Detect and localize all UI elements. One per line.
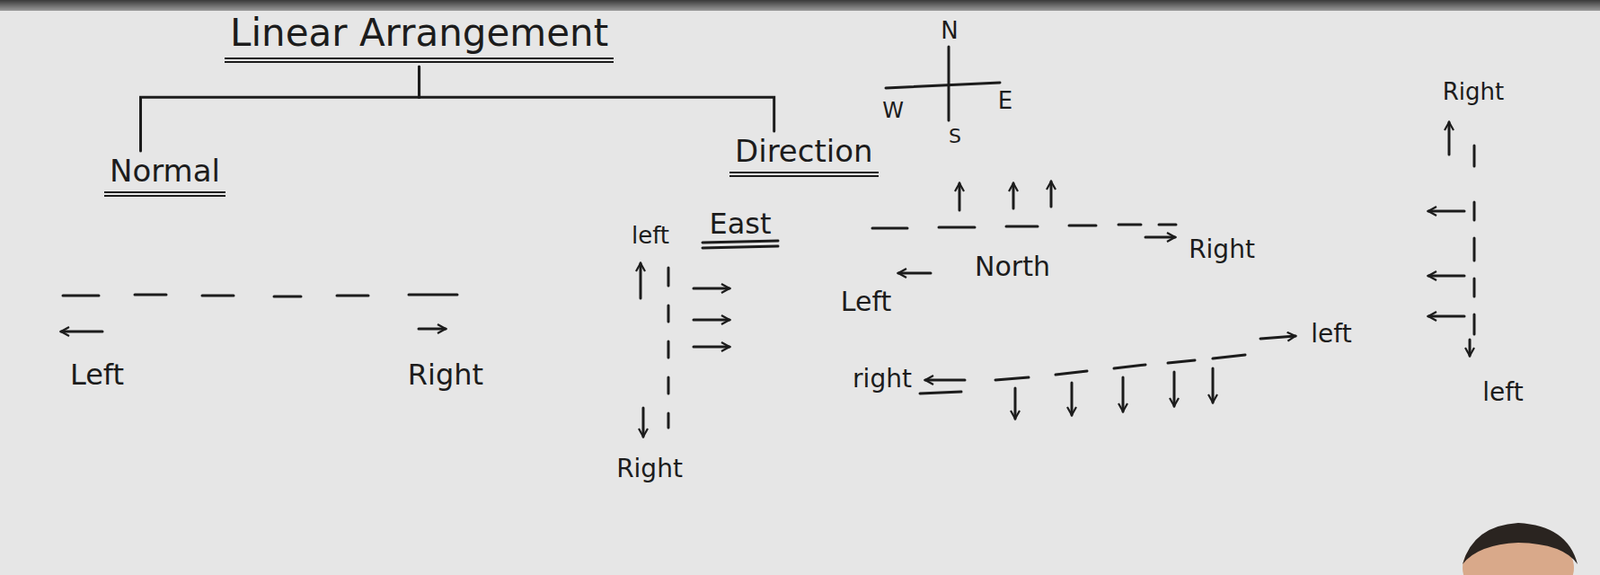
direction-arrow bbox=[1448, 122, 1451, 155]
video-bar bbox=[0, 0, 1600, 11]
facing-arrow bbox=[1070, 382, 1074, 416]
heading-node: Direction bbox=[729, 134, 879, 177]
seat-dashes bbox=[995, 354, 1246, 381]
seat-dashes bbox=[1473, 145, 1477, 335]
hand-label: W bbox=[882, 98, 904, 123]
node-text: Direction bbox=[734, 134, 874, 168]
facing-arrow bbox=[958, 183, 962, 211]
hand-label: left bbox=[631, 222, 670, 249]
direction-arrow bbox=[898, 272, 931, 275]
hand-label: North bbox=[974, 251, 1051, 282]
direction-arrow bbox=[418, 327, 446, 331]
seat-dashes bbox=[872, 224, 1176, 229]
node-text: Normal bbox=[109, 154, 221, 188]
facing-arrow bbox=[1050, 181, 1053, 207]
facing-arrow bbox=[693, 287, 730, 291]
hand-label: left bbox=[1310, 320, 1352, 349]
facing-arrow bbox=[1012, 183, 1016, 209]
compass-axis bbox=[947, 46, 951, 121]
hand-label: Left bbox=[840, 286, 892, 317]
hand-label: Right bbox=[1442, 79, 1504, 106]
facing-arrow bbox=[693, 318, 730, 322]
hand-label: Right bbox=[616, 455, 683, 484]
heading-node: Normal bbox=[104, 154, 226, 197]
facing-arrow bbox=[693, 345, 730, 349]
hand-label: left bbox=[1482, 379, 1523, 407]
direction-arrow bbox=[61, 330, 103, 334]
facing-arrow bbox=[1173, 371, 1176, 407]
hand-label: Right bbox=[407, 359, 484, 391]
facing-arrow bbox=[1014, 388, 1017, 419]
hand-label: Left bbox=[70, 359, 124, 391]
underline bbox=[919, 391, 962, 394]
facing-arrow bbox=[1211, 368, 1215, 403]
tree-branch bbox=[419, 66, 775, 132]
facing-arrow bbox=[1122, 377, 1125, 412]
facing-arrow bbox=[1428, 210, 1465, 213]
facing-arrow bbox=[1428, 315, 1465, 319]
heading-node: Linear Arrangement bbox=[224, 12, 614, 63]
node-text: Linear Arrangement bbox=[229, 12, 609, 54]
seat-dashes bbox=[62, 294, 458, 297]
hand-label: right bbox=[852, 365, 912, 394]
presenter bbox=[1462, 522, 1578, 575]
hand-label: S bbox=[948, 125, 962, 148]
tree-branch bbox=[141, 66, 420, 151]
compass-axis bbox=[885, 82, 1000, 89]
direction-arrow bbox=[642, 407, 646, 437]
hand-label: E bbox=[998, 88, 1013, 115]
facing-arrow bbox=[1428, 274, 1465, 278]
underline bbox=[702, 246, 778, 248]
hand-label: Right bbox=[1188, 236, 1256, 265]
direction-arrow bbox=[639, 263, 643, 299]
direction-arrow bbox=[1260, 335, 1296, 339]
seat-dashes bbox=[667, 267, 671, 428]
direction-arrow bbox=[925, 379, 965, 382]
direction-arrow bbox=[1145, 236, 1176, 239]
direction-arrow bbox=[1468, 339, 1472, 356]
underline bbox=[702, 240, 778, 243]
hand-label: East bbox=[708, 208, 771, 240]
hand-label: N bbox=[940, 17, 958, 45]
